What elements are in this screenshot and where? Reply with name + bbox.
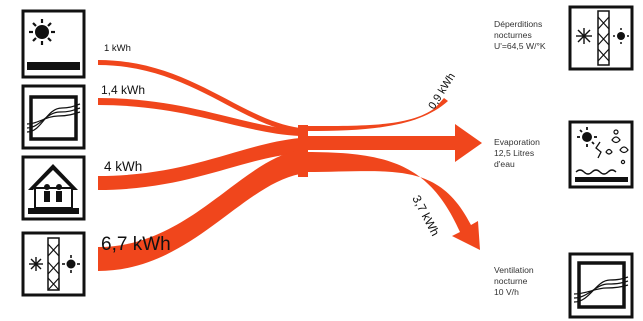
input-label-2: 1,4 kWh xyxy=(101,83,145,97)
caption-ventilation-line-3: 10 V/h xyxy=(494,287,519,297)
caption-losses: Déperditions nocturnes U'=64,5 W/°K xyxy=(494,19,546,51)
caption-evaporation: Evaporation 12,5 Litres d'eau xyxy=(494,137,540,169)
window-ventilation-icon xyxy=(568,252,634,319)
caption-evaporation-line-3: d'eau xyxy=(494,159,515,169)
flow-output-evaporation xyxy=(306,124,482,162)
wall-snow-sun-icon xyxy=(21,231,86,297)
house-occupants-icon xyxy=(21,155,86,221)
wall-snowflake-icon xyxy=(568,5,634,71)
flow-input-4 xyxy=(98,150,300,271)
caption-losses-line-2: nocturnes xyxy=(494,30,532,40)
flow-input-1 xyxy=(98,60,300,133)
input-label-3: 4 kWh xyxy=(104,159,142,174)
caption-losses-line-1: Déperditions xyxy=(494,19,542,29)
sun-evaporation-icon xyxy=(568,120,634,189)
input-label-4: 6,7 kWh xyxy=(101,234,171,255)
caption-ventilation-line-2: nocturne xyxy=(494,276,528,286)
flow-input-2 xyxy=(98,98,300,136)
input-label-1: 1 kWh xyxy=(104,43,131,54)
caption-ventilation-line-1: Ventilation xyxy=(494,265,534,275)
output-value-ventilation: 3,7 kWh xyxy=(409,193,442,238)
caption-ventilation: Ventilation nocturne 10 V/h xyxy=(494,265,534,297)
flow-output-losses xyxy=(306,98,448,131)
caption-losses-line-3: U'=64,5 W/°K xyxy=(494,41,546,51)
caption-evaporation-line-2: 12,5 Litres xyxy=(494,148,534,158)
sun-glazing-icon xyxy=(21,9,86,79)
flow-output-ventilation xyxy=(306,152,480,250)
window-airflow-icon xyxy=(21,84,86,150)
flow-input-3 xyxy=(98,138,300,190)
flow-junction xyxy=(298,125,308,177)
caption-evaporation-line-1: Evaporation xyxy=(494,137,540,147)
flows xyxy=(98,60,482,271)
